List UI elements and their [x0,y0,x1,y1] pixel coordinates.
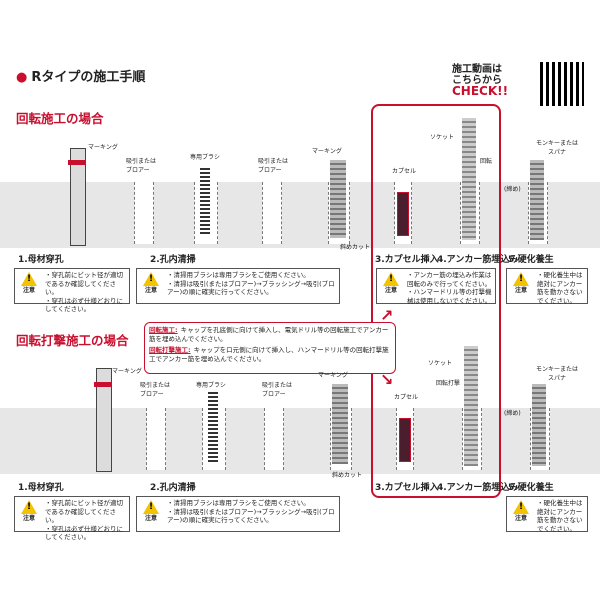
note-3: 注意 ・アンカー筋の埋込み作業は回転のみで行ってください。 ・ハンマードリル等の… [376,268,496,305]
hole-3 [262,182,282,244]
marking-line [68,160,86,165]
label-tighten-2: (締め) [504,410,521,417]
warning-icon: 注意 [140,272,162,296]
step-1-label-2: 1.母材穿孔 [18,483,64,493]
label-suction-3: 吸引または ブロアー [140,382,171,398]
step-2-label: 2.孔内清掃 [150,255,196,265]
label-tighten: (締め) [504,186,521,193]
note-1: 注意 ・穿孔前にビット径が適切であるか確認してください。 ・穿孔は必ず仕様どおり… [14,268,130,313]
step-4-label: 4.アンカー筋埋込み [437,255,519,265]
highlight-frame [371,104,501,498]
step-3-label: 3.カプセル挿入 [375,255,439,265]
note-2-text: ・清掃用ブラシは専用ブラシをご使用ください。 ・清掃は吸引(またはブロアー)→ブ… [167,271,335,296]
label-marking-4: マーキング [318,372,348,379]
note-5-text: ・硬化養生中は絶対にアンカー筋を動かさないでください。 [537,271,583,305]
brush-icon [200,168,210,236]
label-slant-cut: 斜めカット [340,244,371,251]
page-title: ●Rタイプの施工手順 [16,70,146,85]
step-4-label-2: 4.アンカー筋埋込み [437,483,519,493]
ground-band-2 [0,408,600,474]
note-2: 注意 ・清掃用ブラシは専用ブラシをご使用ください。 ・清掃は吸引(またはブロアー… [136,268,340,304]
capsule-icon [397,192,409,236]
anchor-cured-icon-2 [532,384,546,466]
drill-bit-icon [70,148,86,246]
label-capsule: カプセル [392,168,417,175]
anchor-bolt-icon [330,160,346,238]
label-socket: ソケット [430,134,455,141]
callout-tag-rotation: 回転施工: [149,326,178,334]
drill-bit-icon-2 [96,368,112,472]
label-marking-3: マーキング [112,368,142,375]
check-text: CHECK!! [452,84,509,98]
section-heading-rotation: 回転施工の場合 [16,111,104,126]
note-1-b: 注意 ・穿孔前にビット径が適切であるか確認してください。 ・穿孔は必ず仕様どおり… [14,496,130,541]
warning-icon: 注意 [18,500,40,524]
note-1b-text: ・穿孔前にビット径が適切であるか確認してください。 ・穿孔は必ず仕様どおりにして… [45,499,123,541]
method-callout: 回転施工:キャップを孔底側に向けて挿入し、電気ドリル等の回転施工でアンカー筋を埋… [144,322,396,374]
note-1-text: ・穿孔前にビット径が適切であるか確認してください。 ・穿孔は必ず仕様どおりにして… [45,271,123,313]
brush-icon-2 [208,392,218,462]
warning-icon: 注意 [140,500,162,524]
label-monkey: モンキーまたは スパナ [536,140,579,156]
step-1-label: 1.母材穿孔 [18,255,64,265]
video-link[interactable]: 施工動画は こちらから CHECK!! [452,64,508,97]
note-5b-text: ・硬化養生中は絶対にアンカー筋を動かさないでください。 [537,499,583,533]
arrow-up-icon: ↗ [380,306,394,325]
hole-8 [146,408,166,470]
callout-text-rotation: キャップを孔底側に向けて挿入し、電気ドリル等の回転施工でアンカー筋を埋め込んでく… [149,326,389,343]
anchor-cured-icon [530,160,544,240]
label-brush: 専用ブラシ [190,154,220,161]
note-5-b: 注意 ・硬化養生中は絶対にアンカー筋を動かさないでください。 [506,496,588,533]
warning-icon: 注意 [380,272,402,296]
label-socket-2: ソケット [428,360,453,367]
step-3-label-2: 3.カプセル挿入 [375,483,439,493]
anchor-bolt-icon-2 [332,384,348,464]
step-5-label: 5.硬化養生 [508,255,554,265]
video-line1: 施工動画は [452,64,502,75]
label-marking-2: マーキング [312,148,342,155]
step-5-label-2: 5.硬化養生 [508,483,554,493]
hole-1 [134,182,154,244]
note-3-text: ・アンカー筋の埋込み作業は回転のみで行ってください。 ・ハンマードリル等の打撃機… [407,271,492,305]
warning-icon: 注意 [18,272,40,296]
label-monkey-2: モンキーまたは スパナ [536,366,579,382]
label-marking: マーキング [88,144,118,151]
label-suction-4: 吸引または ブロアー [262,382,293,398]
note-2b-text: ・清掃用ブラシは専用ブラシをご使用ください。 ・清掃は吸引(またはブロアー)→ブ… [167,499,335,524]
label-capsule-2: カプセル [394,394,419,401]
anchor-rod-icon-2 [464,346,478,466]
warning-icon: 注意 [510,272,532,296]
step-2-label-2: 2.孔内清掃 [150,483,196,493]
label-rotation-impact: 回転打撃 [436,380,461,387]
label-rotation: 回転 [480,158,493,165]
marking-line-2 [94,382,112,387]
qr-code-icon[interactable] [540,62,584,106]
capsule-icon-2 [399,418,411,462]
video-line2: こちらから [452,75,502,86]
label-slant-cut-2: 斜めカット [332,472,363,479]
section-heading-rotation-impact: 回転打撃施工の場合 [16,333,129,348]
warning-icon: 注意 [510,500,532,524]
note-5: 注意 ・硬化養生中は絶対にアンカー筋を動かさないでください。 [506,268,588,305]
label-suction: 吸引または ブロアー [126,158,157,174]
callout-text-impact: キャップを口元側に向けて挿入し、ハンマードリル等の回転打撃施工でアンカー筋を埋め… [149,346,389,363]
note-2-b: 注意 ・清掃用ブラシは専用ブラシをご使用ください。 ・清掃は吸引(またはブロアー… [136,496,340,532]
label-suction-2: 吸引または ブロアー [258,158,289,174]
callout-tag-impact: 回転打撃施工: [149,346,191,354]
label-brush-2: 専用ブラシ [196,382,226,389]
anchor-rod-icon [462,118,476,240]
arrow-down-icon: ↘ [380,370,394,389]
hole-10 [264,408,284,470]
